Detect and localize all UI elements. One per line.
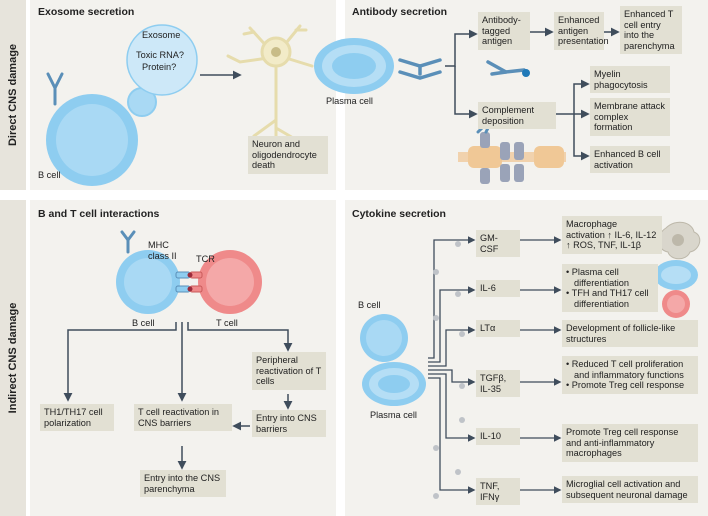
- antibody-panel-title: Antibody secretion: [352, 6, 448, 18]
- bt-panel-title: B and T cell interactions: [38, 208, 160, 220]
- exosome-cargo-line2: Protein?: [142, 62, 177, 72]
- macrophage-icon: [658, 221, 701, 260]
- exosome-bubble: [126, 24, 198, 96]
- cytokine-gm-csf: GM-CSF: [476, 230, 520, 257]
- entry-barriers-box: Entry into CNS barriers: [252, 410, 326, 437]
- b-cell-exosome-graphic: [46, 87, 157, 186]
- arrow-to-b-activation: [573, 114, 590, 161]
- cytokine-tgfb-il35: TGFβ, IL-35: [476, 370, 520, 397]
- tagged-antigen-box: Antibody-tagged antigen: [478, 12, 530, 50]
- myelin-phagocytosis-box: Myelin phagocytosis: [590, 66, 670, 93]
- b-cell-activation-box: Enhanced B cell activation: [590, 146, 670, 173]
- exosome-b-cell-label: B cell: [38, 170, 61, 180]
- mhc-tcr-synapse-icon: [175, 271, 203, 293]
- cytokine-il-6: IL-6: [476, 280, 520, 297]
- tgfb-effect-1: • Reduced T cell proliferation and infla…: [566, 359, 684, 380]
- il-6-effect-box: • Plasma cell differentiation • TFH and …: [562, 264, 658, 312]
- antibody-icon-bcell: [46, 72, 64, 106]
- polarization-box: TH1/TH17 cell polarization: [40, 404, 114, 431]
- tgfb-effect-box: • Reduced T cell proliferation and infla…: [562, 356, 698, 394]
- t-cell-entry-box: Enhanced T cell entry into the parenchym…: [620, 6, 682, 54]
- exosome-cargo-line1: Toxic RNA?: [136, 50, 184, 60]
- entry-parenchyma-box: Entry into the CNS parenchyma: [140, 470, 226, 497]
- cytokine-tnf-ifng: TNF, IFNγ: [476, 478, 520, 505]
- exosome-label: Exosome: [142, 30, 181, 40]
- peripheral-reactivation-box: Peripheral reactivation of T cells: [252, 352, 326, 390]
- antigen-presentation-box: Enhanced antigen presentation: [554, 12, 609, 50]
- bt-b-cell-label: B cell: [132, 318, 155, 328]
- neuron-death-box: Neuron and oligodendrocyte death: [248, 136, 328, 174]
- arrow-to-peripheral: [187, 322, 293, 352]
- exosome-panel-title: Exosome secretion: [38, 6, 135, 18]
- tagged-antigen-icon: [486, 60, 530, 77]
- cytokine-lta: LTα: [476, 320, 520, 337]
- t-cell-reactivation-box: T cell reactivation in CNS barriers: [134, 404, 232, 431]
- sidebar-indirect-cns-damage: Indirect CNS damage: [0, 200, 26, 516]
- il-6-effect-1: • Plasma cell differentiation: [566, 267, 629, 288]
- b-cell-cytokine-graphic: [360, 314, 408, 362]
- b-cell-bt-graphic: [116, 250, 180, 314]
- plasma-cell-mini-icon: [654, 260, 698, 290]
- gm-csf-effect-box: Macrophage activation ↑ IL-6, IL-12 ↑ RO…: [562, 216, 662, 254]
- cytokine-panel-title: Cytokine secretion: [352, 208, 446, 220]
- t-cell-bt-graphic: [198, 250, 262, 314]
- sidebar-direct-cns-damage: Direct CNS damage: [0, 0, 26, 190]
- antibody-icon-secreted: [398, 58, 442, 80]
- plasma-cell-cytokine-graphic: [362, 362, 426, 406]
- cytokine-fan-arrows: [428, 236, 476, 494]
- mhc-class-ii-label: MHC class II: [148, 240, 177, 261]
- tcr-label: TCR: [196, 254, 215, 264]
- membrane-complement-graphic: [458, 118, 566, 184]
- arrow-to-tagged-antigen: [445, 29, 478, 67]
- lta-effect-box: Development of follicle-like structures: [562, 320, 698, 347]
- tgfb-effect-2: • Promote Treg cell response: [566, 380, 685, 390]
- complement-deposition-box: Complement deposition: [478, 102, 556, 129]
- arrow-to-complement: [454, 66, 478, 119]
- cytokine-dots: [433, 241, 465, 499]
- plasma-cell-graphic: [314, 38, 394, 94]
- antibody-icon-bt: [120, 230, 136, 254]
- cytokine-plasma-cell-label: Plasma cell: [370, 410, 417, 420]
- arrow-to-polarization: [63, 322, 177, 402]
- bt-t-cell-label: T cell: [216, 318, 238, 328]
- cytokine-il-10: IL-10: [476, 428, 520, 445]
- antibody-plasma-cell-label: Plasma cell: [326, 96, 373, 106]
- il-6-effect-2: • TFH and TH17 cell differentiation: [566, 288, 649, 309]
- il-10-effect-box: Promote Treg cell response and anti-infl…: [562, 424, 698, 462]
- membrane-attack-box: Membrane attack complex formation: [590, 98, 670, 136]
- cytokine-b-cell-label: B cell: [358, 300, 381, 310]
- tnf-effect-box: Microglial cell activation and subsequen…: [562, 476, 698, 503]
- cytokine-effect-arrows: [520, 236, 562, 494]
- arrow-to-myelin: [556, 79, 590, 115]
- t-cell-mini-icon: [662, 290, 690, 318]
